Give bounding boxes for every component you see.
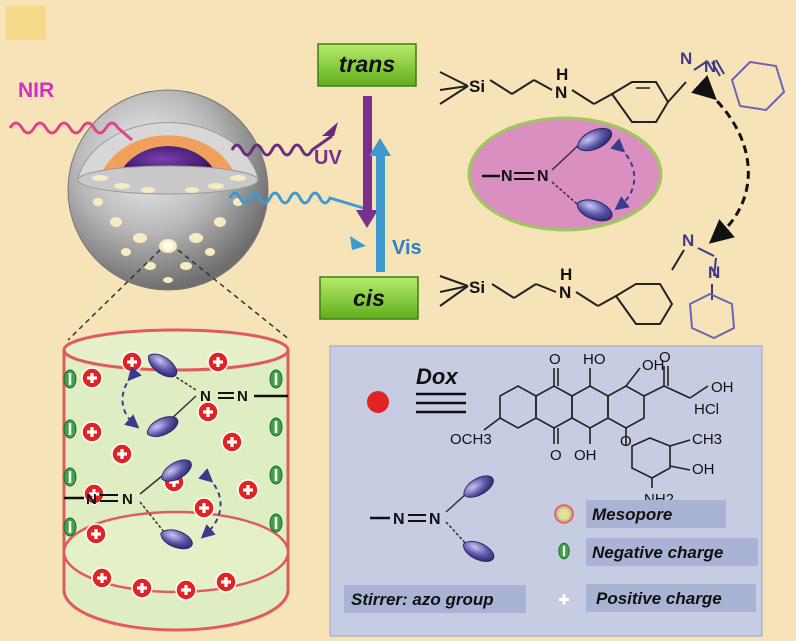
nir-label: NIR <box>18 79 54 102</box>
stirrer-label: Stirrer: azo group <box>351 590 494 609</box>
dox-oh-sugar: OH <box>692 461 715 478</box>
equiv-sign <box>416 392 466 414</box>
uv-label: UV <box>314 147 342 169</box>
ellipse-n1: N <box>501 168 513 185</box>
cyl-top-n2: N <box>237 388 248 405</box>
doxorubicin-structure <box>483 366 709 488</box>
trans-si: Si <box>469 77 485 96</box>
uv-wave <box>230 134 333 157</box>
trans-molecule <box>439 59 786 123</box>
negative-label: Negative charge <box>592 543 723 562</box>
positive-charge-symbol <box>559 594 569 605</box>
zoom-line-right <box>177 249 291 341</box>
trans-box: trans <box>317 43 417 87</box>
zoom-line-left <box>67 249 161 341</box>
dox-label: Dox <box>416 364 458 389</box>
cis-si: Si <box>469 278 485 297</box>
dox-ch3: CH3 <box>692 431 722 448</box>
dox-o-top1: O <box>549 351 561 368</box>
corner-tab <box>6 6 46 40</box>
negative-charge-symbol <box>558 542 570 560</box>
cylinder-stirrer-bottom <box>64 454 222 554</box>
cis-label: cis <box>353 285 385 311</box>
cis-azo-n2: N <box>708 263 720 282</box>
positive-label-box <box>586 584 756 612</box>
dox-o-bottom: O <box>550 447 562 464</box>
cis-molecule <box>439 247 736 340</box>
nir-wave <box>8 121 133 142</box>
mesopore-label-box <box>586 500 726 528</box>
dox-ho-top: HO <box>583 351 606 368</box>
vis-switch-arrow <box>369 138 391 272</box>
dox-dot <box>367 391 389 413</box>
dox-oh-right: OH <box>711 379 734 396</box>
dox-oh-bottom: OH <box>574 447 597 464</box>
legend-n1: N <box>393 511 405 528</box>
trans-label: trans <box>339 51 395 77</box>
vis-wave <box>228 191 371 212</box>
cyl-bot-n2: N <box>122 491 133 508</box>
dox-och3: OCH3 <box>450 431 492 448</box>
ellipse-n2: N <box>537 168 549 185</box>
isomerization-arrow <box>691 75 750 244</box>
uv-wave-arrowhead <box>322 122 338 136</box>
cis-azo-n1: N <box>682 231 694 250</box>
dox-o-top2: O <box>659 349 671 366</box>
cylinder-stirrer-top <box>121 348 288 442</box>
cis-n: N <box>559 283 571 302</box>
negative-label-box <box>586 538 758 566</box>
trans-h: H <box>556 65 568 84</box>
dox-oh-ring: OH <box>642 357 665 374</box>
vis-label: Vis <box>392 237 422 259</box>
uv-switch-arrow <box>356 96 378 228</box>
mesopore-label: Mesopore <box>592 505 672 524</box>
cis-box: cis <box>319 276 419 320</box>
mesopore-symbol <box>554 504 574 524</box>
cyl-bot-n1: N <box>86 491 97 508</box>
cyl-top-n1: N <box>200 388 211 405</box>
trans-azo-n1: N <box>680 49 692 68</box>
trans-azo-n2: N <box>704 57 716 76</box>
positive-label: Positive charge <box>596 589 722 608</box>
nanoparticle <box>67 89 269 291</box>
stirrer-label-box <box>344 585 526 613</box>
trans-n: N <box>555 83 567 102</box>
vis-wave-arrowhead <box>350 236 366 250</box>
cis-h: H <box>560 265 572 284</box>
stirrer-ellipse <box>467 116 663 232</box>
dox-hcl: HCl <box>694 401 719 418</box>
legend-stirrer <box>370 470 498 567</box>
dox-o-link: O <box>620 433 632 450</box>
legend-n2: N <box>429 511 441 528</box>
